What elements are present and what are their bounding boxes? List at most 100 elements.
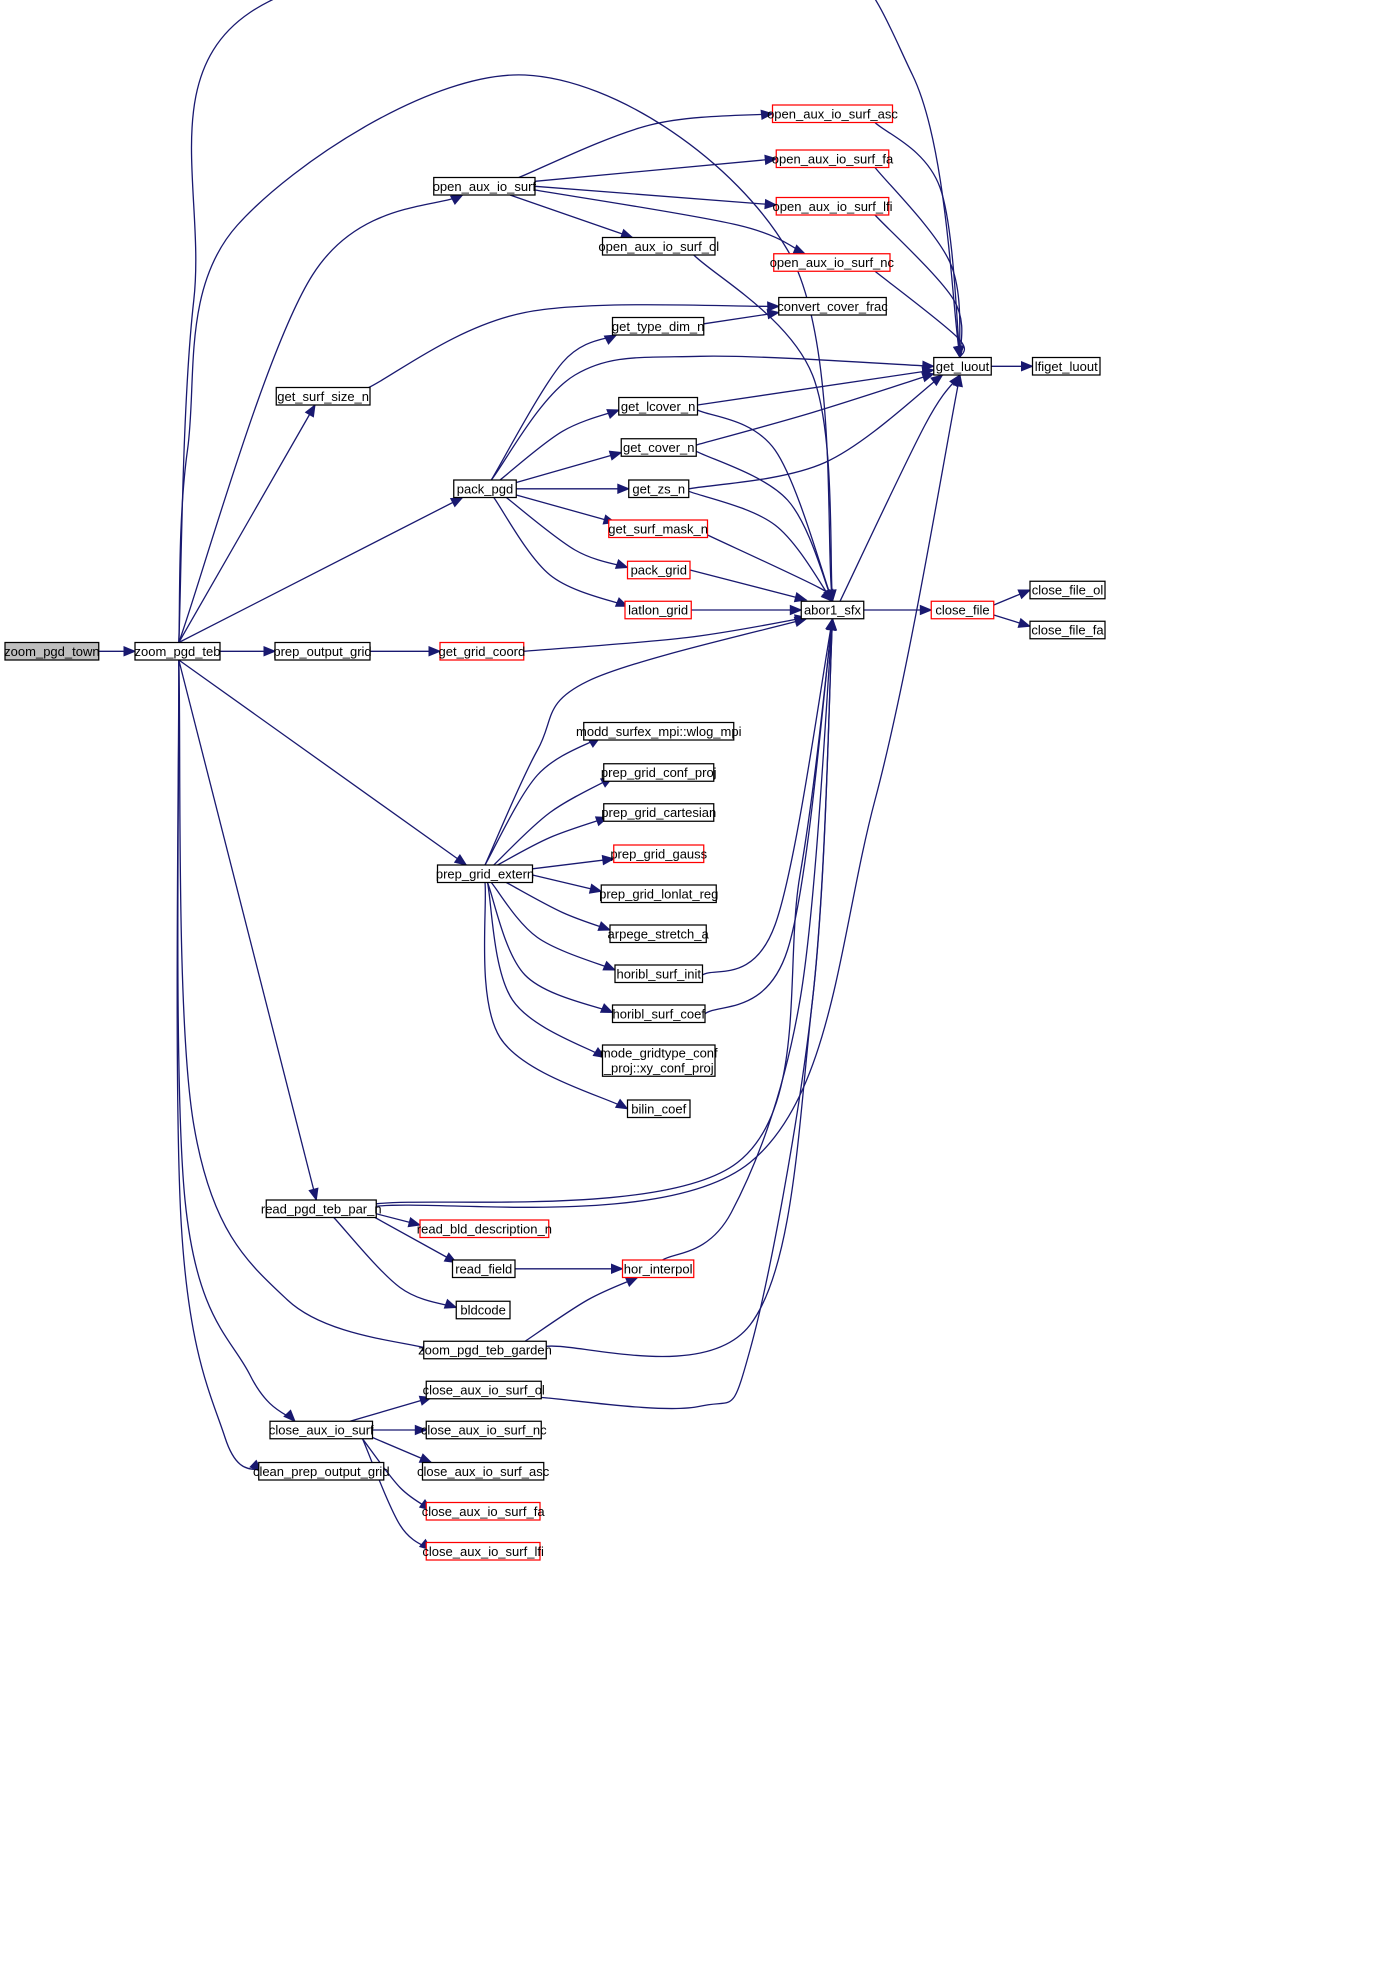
node-box[interactable]	[611, 316, 705, 336]
node-close-aux-io-surf-lfi[interactable]: close_aux_io_surf_lfi	[422, 1541, 544, 1561]
node-get-surf-mask-n[interactable]: get_surf_mask_n	[608, 519, 709, 539]
node-box[interactable]	[269, 1420, 374, 1440]
node-prep-grid-lonlat-reg[interactable]: prep_grid_lonlat_reg	[599, 884, 718, 904]
node-box[interactable]	[603, 803, 715, 822]
node-close-aux-io-surf-ol[interactable]: close_aux_io_surf_ol	[423, 1380, 545, 1400]
node-box[interactable]	[425, 1501, 541, 1521]
node-open-aux-io-surf[interactable]: open_aux_io_surf	[433, 176, 537, 196]
node-box[interactable]	[275, 386, 371, 406]
node-box[interactable]	[433, 176, 536, 196]
node-get-zs-n[interactable]: get_zs_n	[628, 479, 690, 499]
node-box[interactable]	[601, 236, 716, 256]
node-box[interactable]	[134, 641, 221, 661]
node-bldcode[interactable]: bldcode	[455, 1300, 511, 1320]
node-bilin-coef[interactable]: bilin_coef	[626, 1099, 691, 1119]
node-pack-pgd[interactable]: pack_pgd	[453, 479, 517, 499]
node-get-cover-n[interactable]: get_cover_n	[620, 438, 697, 457]
node-close-file-fa[interactable]: close_file_fa	[1029, 620, 1106, 640]
node-open-aux-io-surf-fa[interactable]: open_aux_io_surf_fa	[772, 149, 894, 169]
node-box[interactable]	[425, 1541, 541, 1561]
node-box[interactable]	[613, 844, 705, 864]
node-read-field[interactable]: read_field	[451, 1259, 516, 1279]
node-prep-grid-extern[interactable]: prep_grid_extern	[436, 864, 534, 884]
node-box[interactable]	[4, 641, 100, 661]
node-box[interactable]	[1029, 620, 1106, 640]
node-open-aux-io-surf-ol[interactable]: open_aux_io_surf_ol	[598, 236, 719, 256]
node-box[interactable]	[620, 438, 697, 457]
node-prep-grid-cartesian[interactable]: prep_grid_cartesian	[601, 803, 716, 822]
node-box[interactable]	[1031, 356, 1101, 376]
node-close-aux-io-surf-asc[interactable]: close_aux_io_surf_asc	[417, 1461, 550, 1481]
node-box[interactable]	[626, 1099, 691, 1119]
node-box[interactable]	[439, 641, 525, 661]
node-latlon-grid[interactable]: latlon_grid	[624, 600, 692, 620]
node-get-type-dim-n[interactable]: get_type_dim_n	[611, 316, 705, 336]
node-convert-cover-frac[interactable]: convert_cover_frac	[777, 296, 888, 316]
node-close-file-ol[interactable]: close_file_ol	[1029, 580, 1106, 600]
node-close-aux-io-surf-fa[interactable]: close_aux_io_surf_fa	[422, 1501, 546, 1521]
node-box[interactable]	[771, 104, 894, 124]
node-arpege-stretch-a[interactable]: arpege_stretch_a	[608, 924, 710, 944]
node-box[interactable]	[628, 479, 690, 499]
node-read-pgd-teb-par-n[interactable]: read_pgd_teb_par_n	[261, 1199, 382, 1219]
node-box[interactable]	[451, 1259, 516, 1279]
node-open-aux-io-surf-lfi[interactable]: open_aux_io_surf_lfi	[773, 196, 893, 216]
node-read-bld-description-n[interactable]: read_bld_description_n	[417, 1219, 552, 1239]
node-prep-output-grid[interactable]: prep_output_grid	[273, 641, 372, 661]
node-box[interactable]	[608, 519, 709, 539]
node-zoom-pgd-teb-garden[interactable]: zoom_pgd_teb_garden	[418, 1340, 552, 1360]
node-box[interactable]	[455, 1300, 511, 1320]
node-box[interactable]	[274, 641, 371, 661]
node-horibl-surf-coef[interactable]: horibl_surf_coef	[611, 1004, 706, 1024]
node-box[interactable]	[421, 1461, 545, 1481]
node-open-aux-io-surf-nc[interactable]: open_aux_io_surf_nc	[770, 253, 895, 272]
node-box[interactable]	[258, 1461, 385, 1481]
node-box[interactable]	[775, 149, 890, 169]
node-box[interactable]	[425, 1380, 542, 1400]
node-box[interactable]	[930, 600, 995, 620]
node-box[interactable]	[933, 356, 992, 376]
node-zoom-pgd-teb[interactable]: zoom_pgd_teb	[134, 641, 221, 661]
node-get-lcover-n[interactable]: get_lcover_n	[618, 396, 699, 416]
node-box[interactable]	[609, 924, 707, 944]
node-box[interactable]	[775, 196, 890, 216]
node-box[interactable]	[621, 1259, 695, 1279]
node-horibl-surf-init[interactable]: horibl_surf_init	[614, 964, 704, 984]
node-clean-prep-output-grid[interactable]: clean_prep_output_grid	[253, 1461, 390, 1481]
node-close-aux-io-surf-nc[interactable]: close_aux_io_surf_nc	[421, 1420, 547, 1440]
node-box[interactable]	[778, 296, 887, 316]
node-box[interactable]	[601, 1044, 716, 1077]
node-get-luout[interactable]: get_luout	[933, 356, 992, 376]
node-open-aux-io-surf-asc[interactable]: open_aux_io_surf_asc	[767, 104, 898, 124]
node-box[interactable]	[624, 600, 692, 620]
node-box[interactable]	[611, 1004, 706, 1024]
node-prep-grid-conf-proj[interactable]: prep_grid_conf_proj	[601, 763, 717, 782]
node-prep-grid-gauss[interactable]: prep_grid_gauss	[610, 844, 708, 864]
node-box[interactable]	[600, 884, 717, 904]
node-get-surf-size-n[interactable]: get_surf_size_n	[275, 386, 371, 406]
node-get-grid-coord[interactable]: get_grid_coord	[439, 641, 526, 661]
node-box[interactable]	[583, 721, 735, 741]
node-close-file[interactable]: close_file	[930, 600, 995, 620]
node-box[interactable]	[614, 964, 704, 984]
node-close-aux-io-surf[interactable]: close_aux_io_surf	[269, 1420, 374, 1440]
node-box[interactable]	[419, 1219, 550, 1239]
node-box[interactable]	[423, 1340, 547, 1360]
node-xy-conf-proj[interactable]: mode_gridtype_conf_proj::xy_conf_proj	[600, 1044, 718, 1077]
node-box[interactable]	[425, 1420, 542, 1440]
node-abor1-sfx[interactable]: abor1_sfx	[800, 600, 865, 620]
node-box[interactable]	[453, 479, 517, 499]
node-pack-grid[interactable]: pack_grid	[626, 560, 691, 580]
node-box[interactable]	[618, 396, 699, 416]
node-lfiget-luout[interactable]: lfiget_luout	[1031, 356, 1101, 376]
node-box[interactable]	[1029, 580, 1106, 600]
node-box[interactable]	[773, 253, 891, 272]
node-hor-interpol[interactable]: hor_interpol	[621, 1259, 695, 1279]
node-wlog-mpi[interactable]: modd_surfex_mpi::wlog_mpi	[576, 721, 742, 741]
node-box[interactable]	[265, 1199, 377, 1219]
node-box[interactable]	[436, 864, 534, 884]
node-box[interactable]	[603, 763, 715, 782]
node-zoom-pgd-town[interactable]: zoom_pgd_town	[4, 641, 100, 661]
node-box[interactable]	[626, 560, 691, 580]
node-box[interactable]	[800, 600, 865, 620]
